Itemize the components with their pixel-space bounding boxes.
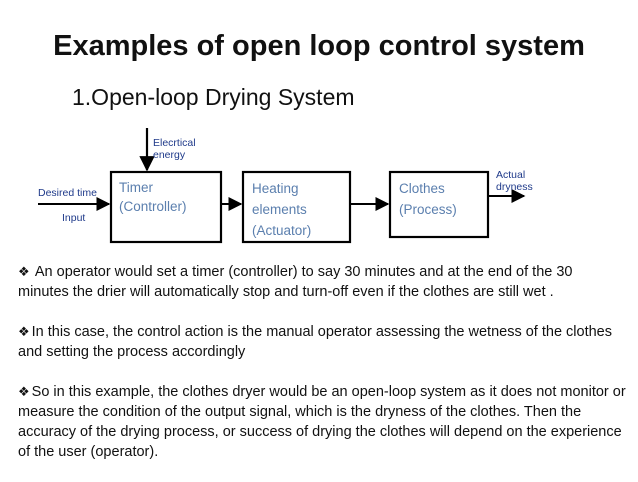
bullet-list: ❖ An operator would set a timer (control… [18,262,626,482]
heating-block-line2: elements [252,202,307,217]
clothes-block-line1: Clothes [399,181,445,196]
bullet-item: ❖So in this example, the clothes dryer w… [18,382,626,462]
electrical-energy-label-line2: energy [153,149,186,161]
bullet-diamond-icon: ❖ [18,384,30,399]
bullet-text: In this case, the control action is the … [18,324,612,360]
heating-block-line1: Heating [252,181,299,196]
bullet-text: So in this example, the clothes dryer wo… [18,384,626,460]
slide-title: Examples of open loop control system [53,30,585,62]
actual-dryness-label-line2: dryness [496,181,533,193]
clothes-block [388,170,490,239]
heating-block-line3: (Actuator) [252,223,311,238]
block-diagram: Elecrtical energy Desired time Input Tim… [38,128,533,244]
input-label: Input [62,212,85,224]
bullet-text: An operator would set a timer (controlle… [18,264,573,300]
heating-block [241,170,352,244]
bullet-item: ❖ An operator would set a timer (control… [18,262,626,302]
electrical-energy-label-line1: Elecrtical [153,137,196,149]
clothes-block-line2: (Process) [399,202,457,217]
timer-block-line2: (Controller) [119,199,187,214]
bullet-diamond-icon: ❖ [18,324,30,339]
slide-subtitle: 1.Open-loop Drying System [72,84,355,110]
bullet-diamond-icon: ❖ [18,264,30,279]
timer-block-line1: Timer [119,180,153,195]
bullet-item: ❖In this case, the control action is the… [18,322,626,362]
timer-block [109,170,223,244]
actual-dryness-label-line1: Actual [496,169,525,181]
desired-time-label: Desired time [38,187,97,199]
